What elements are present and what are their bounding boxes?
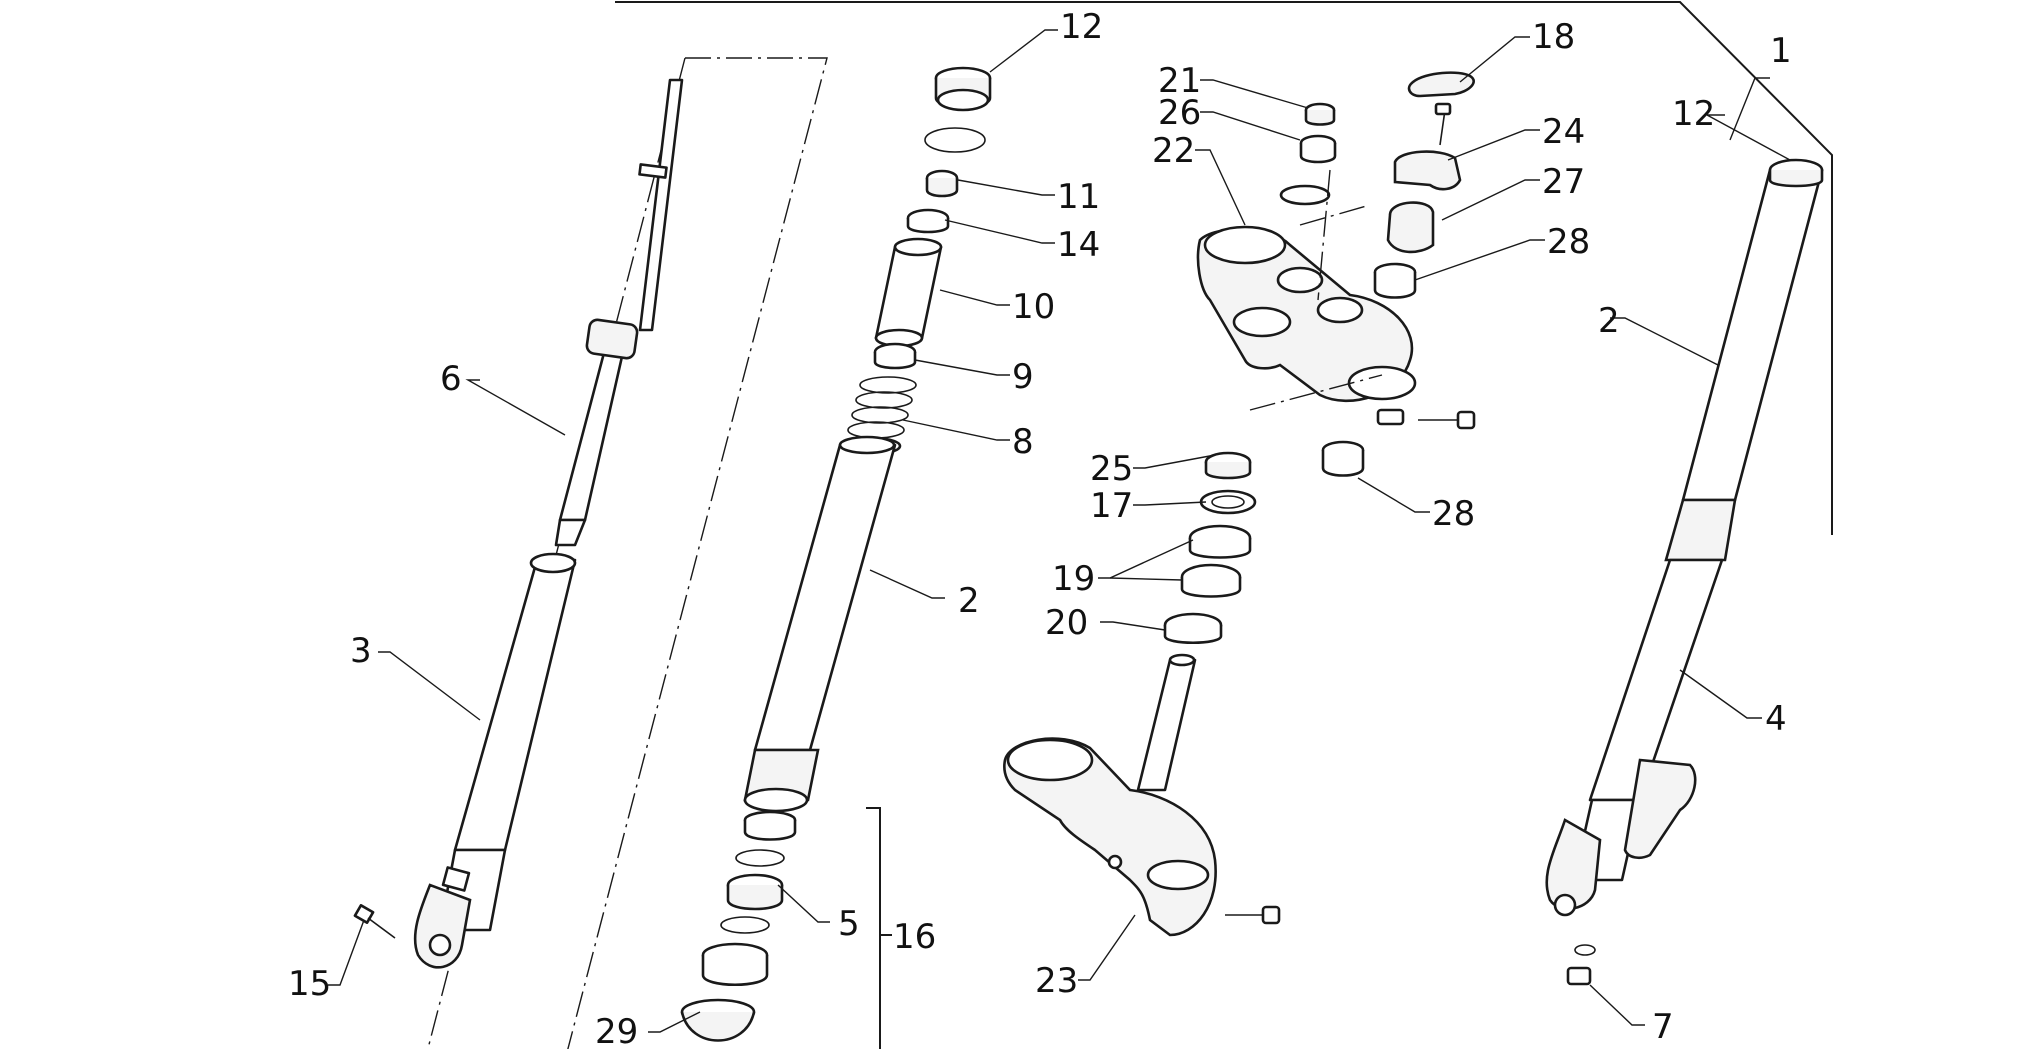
upper-cartridge-stack <box>842 66 992 456</box>
callout-18: 18 <box>1532 17 1575 57</box>
callout-labels: 1 12 12 18 21 26 22 24 27 28 28 11 14 10… <box>288 7 1792 1049</box>
callout-26: 26 <box>1158 93 1201 133</box>
callout-27: 27 <box>1542 162 1585 202</box>
callout-17: 17 <box>1090 486 1133 526</box>
callout-25: 25 <box>1090 449 1133 489</box>
callout-2-right: 2 <box>1598 301 1620 341</box>
callout-3: 3 <box>350 631 372 671</box>
part-6-damper-rod <box>554 78 684 547</box>
callout-11: 11 <box>1057 177 1100 217</box>
upper-clamp-pinch-bolt <box>1418 410 1476 430</box>
right-assembled-fork <box>1545 158 1824 917</box>
group-16-bracket <box>866 807 892 1049</box>
callout-7: 7 <box>1652 1007 1674 1047</box>
callout-29: 29 <box>595 1012 638 1049</box>
parts-18-24-27-28-bar-clamp <box>1321 71 1475 477</box>
callout-23: 23 <box>1035 961 1078 1001</box>
seal-group-16 <box>680 810 797 1042</box>
callout-12-center: 12 <box>1060 7 1103 47</box>
part-2-center-fork-tube <box>743 435 897 813</box>
callout-12-right: 12 <box>1672 94 1715 134</box>
callout-4: 4 <box>1765 699 1787 739</box>
callout-leaders <box>328 29 1791 1033</box>
part-23-lower-triple-clamp <box>1003 653 1217 937</box>
callout-5: 5 <box>838 904 860 944</box>
callout-28-lower: 28 <box>1432 494 1475 534</box>
part-3-fork-slider <box>413 552 577 969</box>
callout-10: 10 <box>1012 287 1055 327</box>
callout-20: 20 <box>1045 603 1088 643</box>
callout-16: 16 <box>893 917 936 957</box>
parts-21-26-nut-stack <box>1279 102 1337 206</box>
callout-19: 19 <box>1052 559 1095 599</box>
assembly-axis-lines <box>1249 169 1383 411</box>
callout-14: 14 <box>1057 225 1100 265</box>
part-22-upper-triple-clamp <box>1196 225 1417 426</box>
callout-28-upper: 28 <box>1547 222 1590 262</box>
callout-6: 6 <box>440 359 462 399</box>
callout-22: 22 <box>1152 131 1195 171</box>
callout-24: 24 <box>1542 112 1585 152</box>
callout-2-center: 2 <box>958 581 980 621</box>
callout-21: 21 <box>1158 61 1201 101</box>
callout-9: 9 <box>1012 357 1034 397</box>
part-15-bolt <box>353 904 396 939</box>
part-7-bolt <box>1566 944 1596 986</box>
callout-1: 1 <box>1770 31 1792 71</box>
lower-clamp-pinch-bolt <box>1225 905 1281 925</box>
steering-bearings-stack <box>1163 451 1257 644</box>
callout-8: 8 <box>1012 422 1034 462</box>
callout-15: 15 <box>288 964 331 1004</box>
